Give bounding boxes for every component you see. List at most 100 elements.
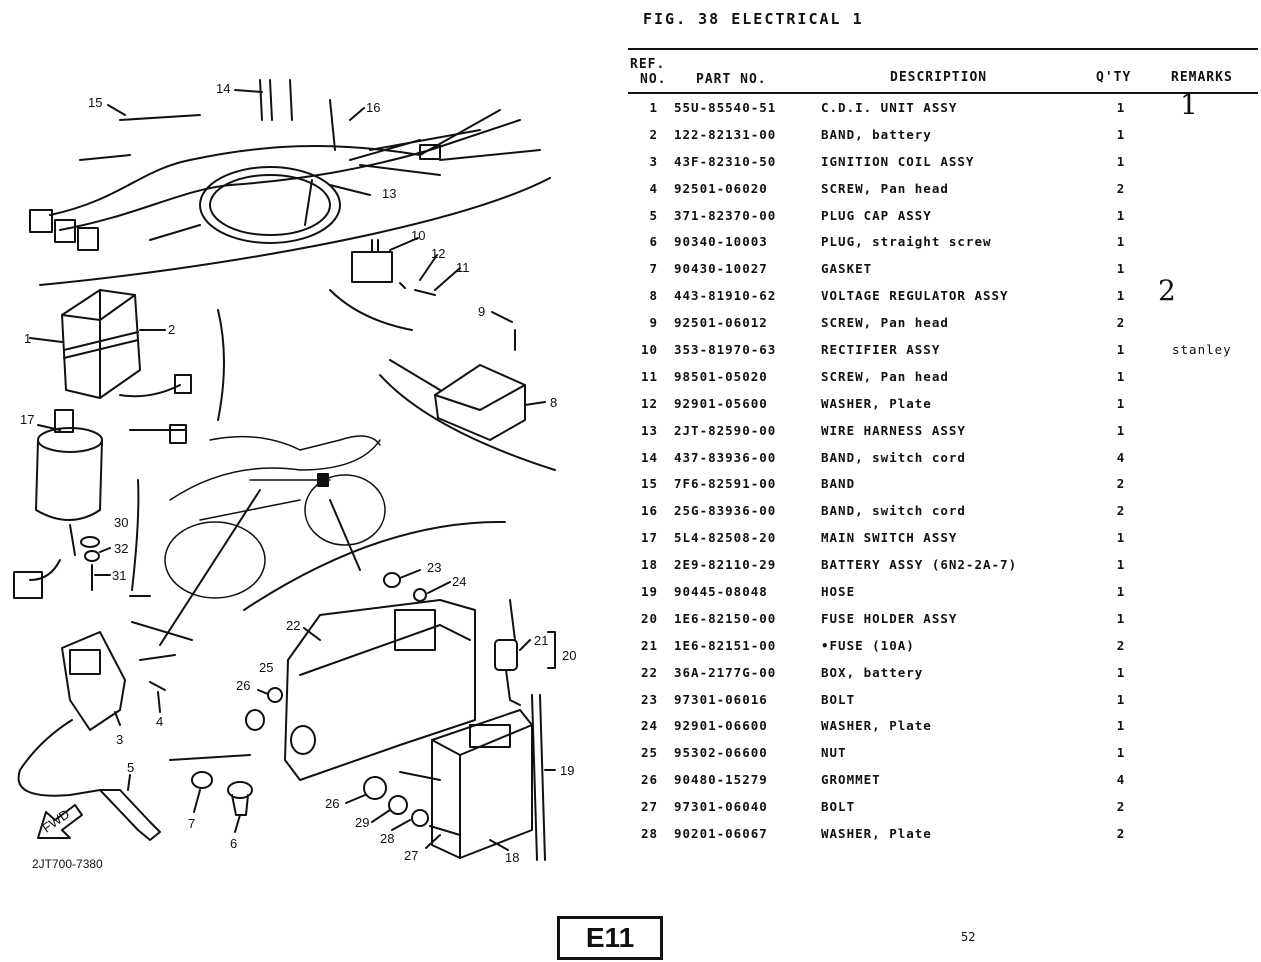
cdi-unit-1 bbox=[61, 289, 192, 444]
battery-18 bbox=[399, 709, 533, 859]
part-number-cell: 36A-2177G-00 bbox=[674, 664, 777, 680]
callout-4: 4 bbox=[156, 714, 163, 729]
ref-cell: 3 bbox=[649, 153, 658, 169]
main-switch-17 bbox=[13, 409, 103, 599]
part-number-cell: 1E6-82150-00 bbox=[674, 610, 777, 626]
description-cell: GASKET bbox=[821, 261, 873, 277]
qty-cell: 1 bbox=[1116, 261, 1126, 277]
callout-27: 27 bbox=[404, 848, 418, 863]
ignition-coil-3 bbox=[17, 631, 176, 797]
qty-cell: 1 bbox=[1116, 610, 1126, 626]
header-ref-line2: NO. bbox=[640, 72, 667, 87]
description-cell: WASHER, Plate bbox=[821, 826, 932, 842]
description-cell: GROMMET bbox=[821, 772, 881, 788]
ref-cell: 8 bbox=[649, 288, 658, 304]
plug-screw-6 bbox=[227, 781, 253, 816]
figure-title: FIG. 38 ELECTRICAL 1 bbox=[643, 10, 864, 28]
washer-24 bbox=[413, 588, 427, 602]
leader-line bbox=[304, 179, 313, 226]
qty-cell: 2 bbox=[1116, 315, 1126, 331]
part-number-cell: 92901-06600 bbox=[674, 718, 768, 734]
description-cell: SCREW, Pan head bbox=[821, 315, 949, 331]
callout-32: 32 bbox=[114, 541, 128, 556]
ref-cell: 2 bbox=[649, 126, 658, 142]
qty-cell: 1 bbox=[1116, 530, 1126, 546]
callout-28: 28 bbox=[380, 831, 394, 846]
description-cell: BOX, battery bbox=[821, 664, 924, 680]
callout-11: 11 bbox=[456, 260, 470, 275]
callout-26b: 26 bbox=[325, 796, 339, 811]
callout-12: 12 bbox=[431, 246, 445, 261]
ref-cell: 5 bbox=[649, 207, 658, 223]
fuse-holder-20 bbox=[494, 599, 521, 706]
fwd-arrow-icon bbox=[37, 804, 83, 839]
description-cell: WASHER, Plate bbox=[821, 395, 932, 411]
ref-cell: 4 bbox=[649, 180, 658, 196]
description-cell: BOLT bbox=[821, 691, 856, 707]
header-description: DESCRIPTION bbox=[890, 70, 988, 85]
qty-cell: 1 bbox=[1116, 584, 1126, 600]
grommet-26a bbox=[245, 709, 265, 731]
description-cell: RECTIFIER ASSY bbox=[821, 342, 941, 358]
ref-cell: 10 bbox=[640, 342, 658, 358]
description-cell: NUT bbox=[821, 745, 847, 761]
qty-cell: 1 bbox=[1116, 342, 1126, 358]
header-remarks: REMARKS bbox=[1171, 70, 1233, 85]
plug-boundary-line bbox=[169, 754, 251, 761]
ref-cell: 27 bbox=[640, 799, 658, 815]
ref-cell: 9 bbox=[649, 315, 658, 331]
bolt-27 bbox=[429, 825, 461, 836]
callout-numbers: 1 2 3 4 5 6 7 8 9 10 11 12 13 14 15 16 1… bbox=[20, 81, 576, 865]
description-cell: SCREW, Pan head bbox=[821, 180, 949, 196]
callout-1: 1 bbox=[24, 331, 31, 346]
header-qty: Q'TY bbox=[1096, 70, 1132, 85]
wire-harness-13 bbox=[29, 79, 541, 251]
handwritten-note-2: 2 bbox=[1158, 274, 1176, 307]
description-cell: SCREW, Pan head bbox=[821, 368, 949, 384]
part-number-cell: 95302-06600 bbox=[674, 745, 768, 761]
callout-3: 3 bbox=[116, 732, 123, 747]
part-number-cell: 5L4-82508-20 bbox=[674, 530, 777, 546]
callout-15: 15 bbox=[88, 95, 102, 110]
part-number-cell: 90445-08048 bbox=[674, 584, 768, 600]
harness-boundary-line bbox=[39, 177, 551, 286]
description-cell: FUSE HOLDER ASSY bbox=[821, 610, 958, 626]
ref-cell: 25 bbox=[640, 745, 658, 761]
screw-11 bbox=[414, 289, 436, 296]
fuse-location-marker bbox=[317, 473, 329, 487]
part-number-cell: 90340-10003 bbox=[674, 234, 768, 250]
description-cell: VOLTAGE REGULATOR ASSY bbox=[821, 288, 1009, 304]
description-cell: MAIN SWITCH ASSY bbox=[821, 530, 958, 546]
ref-cell: 24 bbox=[640, 718, 658, 734]
rectifier-10 bbox=[351, 239, 393, 283]
description-cell: BAND, switch cord bbox=[821, 449, 966, 465]
description-cell: BAND, switch cord bbox=[821, 503, 966, 519]
qty-cell: 4 bbox=[1116, 449, 1126, 465]
part-number-cell: 443-81910-62 bbox=[674, 288, 777, 304]
qty-cell: 1 bbox=[1116, 207, 1126, 223]
cdi-boundary-line bbox=[217, 309, 225, 421]
qty-cell: 2 bbox=[1116, 503, 1126, 519]
gasket-7 bbox=[191, 771, 213, 789]
battery-box-22 bbox=[284, 599, 476, 781]
part-number-cell: 90430-10027 bbox=[674, 261, 768, 277]
breather-hose-19 bbox=[531, 694, 546, 861]
part-number-cell: 371-82370-00 bbox=[674, 207, 777, 223]
callout-19: 19 bbox=[560, 763, 574, 778]
description-cell: BOLT bbox=[821, 799, 856, 815]
description-cell: BAND, battery bbox=[821, 126, 932, 142]
